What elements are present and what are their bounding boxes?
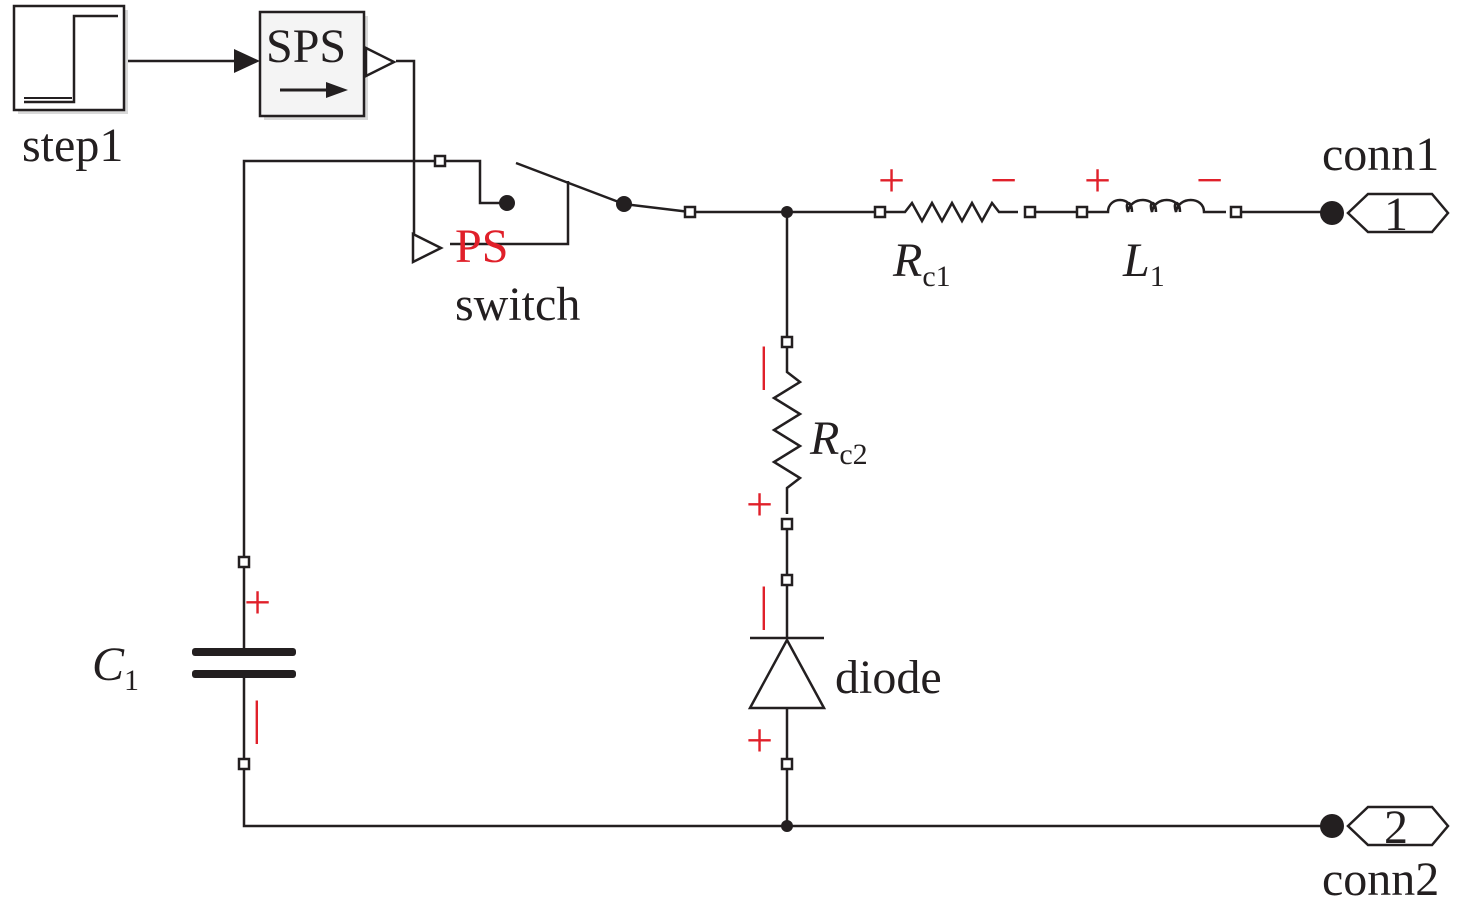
- wire-switch-to-c1: [242, 159, 440, 562]
- diode-triangle: [747, 637, 827, 710]
- switch-label: switch: [455, 278, 580, 331]
- sps-input-arrow: [234, 49, 260, 73]
- switch-pivot: [616, 196, 632, 212]
- conn1-dot: [1320, 201, 1344, 225]
- l1-plus: +: [1084, 154, 1111, 207]
- step-icon: [24, 14, 118, 104]
- c1-minus: |: [252, 692, 262, 745]
- rc1-plus: +: [878, 154, 905, 207]
- rc2-top-terminal: [780, 335, 794, 349]
- conn2-tag: [1346, 805, 1450, 847]
- switch-left-terminal: [433, 154, 447, 168]
- step-block[interactable]: [12, 4, 128, 114]
- junction-top: [781, 206, 793, 218]
- diode-label: diode: [835, 651, 942, 704]
- c1-plus: +: [244, 576, 271, 629]
- wires: [127, 49, 1330, 828]
- c1-label: C1: [92, 638, 139, 697]
- rc1-right-terminal: [1023, 205, 1037, 219]
- rc1-zigzag: [885, 200, 1018, 224]
- c1-bottom-terminal: [237, 757, 251, 771]
- rc2-label: Rc2: [809, 412, 868, 471]
- l1-inductor[interactable]: [1075, 198, 1243, 219]
- rc1-left-terminal: [873, 205, 887, 219]
- switch-blade: [515, 161, 625, 206]
- rc2-plus: +: [746, 478, 773, 531]
- switch-contact: [499, 195, 515, 211]
- rc2-zigzag: [771, 347, 803, 514]
- diode-plus: +: [746, 714, 773, 767]
- wire-bottom-rail: [242, 764, 1330, 828]
- sps-text: SPS: [266, 20, 346, 73]
- wire-sps-to-switch: [396, 59, 416, 246]
- c1-top-plate: [192, 648, 296, 656]
- l1-right-terminal: [1229, 205, 1243, 219]
- conn1-label: conn1: [1322, 128, 1439, 181]
- junction-bottom: [781, 820, 793, 832]
- conn2-label: conn2: [1322, 853, 1439, 906]
- conn2-number: 2: [1384, 801, 1408, 854]
- c1-bottom-plate: [192, 670, 296, 678]
- diode-top-terminal: [780, 573, 794, 587]
- switch-block[interactable]: PS: [411, 154, 697, 273]
- c1-top-terminal: [237, 555, 251, 569]
- rc2-minus: |: [759, 338, 769, 391]
- conn1-port[interactable]: 1: [1320, 188, 1450, 241]
- step-label: step1: [22, 119, 123, 172]
- rc1-minus: −: [990, 154, 1017, 207]
- sps-output-port: [364, 45, 397, 79]
- conn2-port[interactable]: 2: [1320, 801, 1450, 854]
- l1-coil: [1087, 198, 1226, 214]
- rc2-resistor[interactable]: [771, 335, 803, 531]
- diode[interactable]: [747, 573, 827, 771]
- switch-output-lead: [623, 202, 691, 214]
- switch-ps-lead: [450, 181, 570, 246]
- conn2-dot: [1320, 814, 1344, 838]
- c1-capacitor[interactable]: [192, 555, 296, 771]
- switch-ps-label: PS: [455, 220, 508, 273]
- switch-ps-port: [411, 231, 444, 265]
- switch-right-terminal: [683, 205, 697, 219]
- l1-left-terminal: [1075, 205, 1089, 219]
- l1-minus: −: [1196, 154, 1223, 207]
- l1-label: L1: [1122, 234, 1165, 293]
- rc1-resistor[interactable]: [873, 200, 1037, 224]
- switch-contact-lead: [440, 159, 507, 205]
- conn1-number: 1: [1384, 188, 1408, 241]
- diode-bottom-terminal: [780, 757, 794, 771]
- sps-block[interactable]: SPS: [258, 10, 397, 120]
- conn1-tag: [1346, 192, 1450, 234]
- rc1-label: Rc1: [892, 234, 951, 293]
- rc2-bottom-terminal: [780, 517, 794, 531]
- diode-minus: |: [759, 578, 769, 631]
